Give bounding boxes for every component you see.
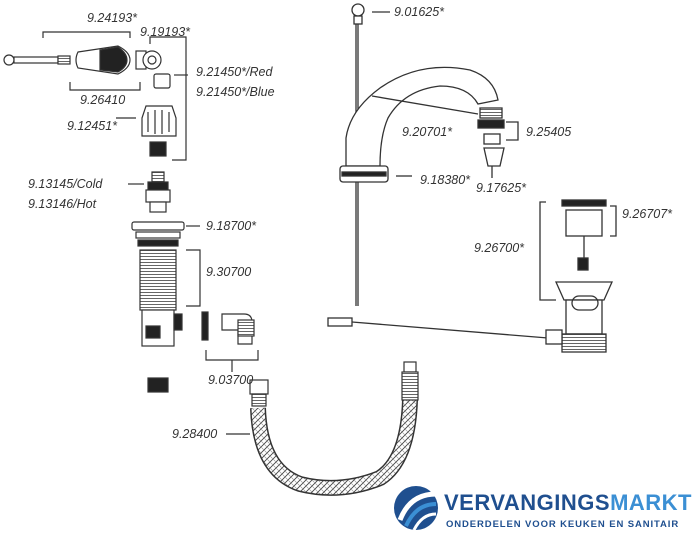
bracket-26707 [610,205,617,237]
handle-cap [135,50,162,70]
spout-base-gasket [341,171,387,177]
brand-logo: VERVANGINGSMARKT ONDERDELEN VOOR KEUKEN … [394,486,692,531]
escutcheon [141,105,177,137]
label-18380: 9.18380* [420,173,471,187]
index-button [153,73,171,89]
brand-name: VERVANGINGSMARKT [444,490,692,515]
popup-waste [554,199,614,353]
right-assembly [327,3,617,353]
label-20701: 9.20701* [402,125,453,139]
brand-name-light: MARKT [610,490,692,515]
part-labels: 9.24193* 9.19193* 9.26410 9.21450*/Red 9… [28,5,673,441]
label-26410: 9.26410 [80,93,125,107]
bracket-26700 [539,201,556,301]
bracket-26410 [69,82,141,91]
label-19193: 9.19193* [140,25,191,39]
aerator [477,107,505,167]
bracket-24193 [42,31,131,38]
label-30700: 9.30700 [206,265,251,279]
lever-handle-shade [99,46,128,73]
bracket-30700 [186,249,201,307]
brand-name-bold: VERVANGINGS [444,490,610,515]
label-18700: 9.18700* [206,219,257,233]
label-13145: 9.13145/Cold [28,177,103,191]
stem-adapter [149,141,167,157]
label-13146: 9.13146/Hot [28,197,97,211]
spout [345,66,499,167]
label-26707: 9.26707* [622,207,673,221]
label-12451: 9.12451* [67,119,118,133]
pull-rod [327,317,563,345]
label-25405: 9.25405 [526,125,571,139]
brand-tagline: ONDERDELEN VOOR KEUKEN EN SANITAIR [446,519,679,530]
label-21450-blue: 9.21450*/Blue [196,85,275,99]
left-assembly [3,31,419,496]
brand-logo-icon [394,486,438,531]
label-21450-red: 9.21450*/Red [196,65,274,79]
locknut [131,221,185,247]
bracket-21450 [149,36,187,161]
braided-hose [249,361,419,496]
label-24193: 9.24193* [87,11,138,25]
leader-20701 [371,95,479,115]
bracket-03700 [205,350,259,361]
label-26700: 9.26700* [474,241,525,255]
label-01625: 9.01625* [394,5,445,19]
label-03700: 9.03700 [208,373,253,387]
bracket-25405 [506,121,519,141]
valve-cartridge [145,171,171,213]
valve-body [139,249,183,347]
base-nut [147,377,169,393]
elbow-fitting [201,311,255,345]
label-28400: 9.28400 [172,427,217,441]
label-17625: 9.17625* [476,181,527,195]
handle-screw [3,54,71,66]
